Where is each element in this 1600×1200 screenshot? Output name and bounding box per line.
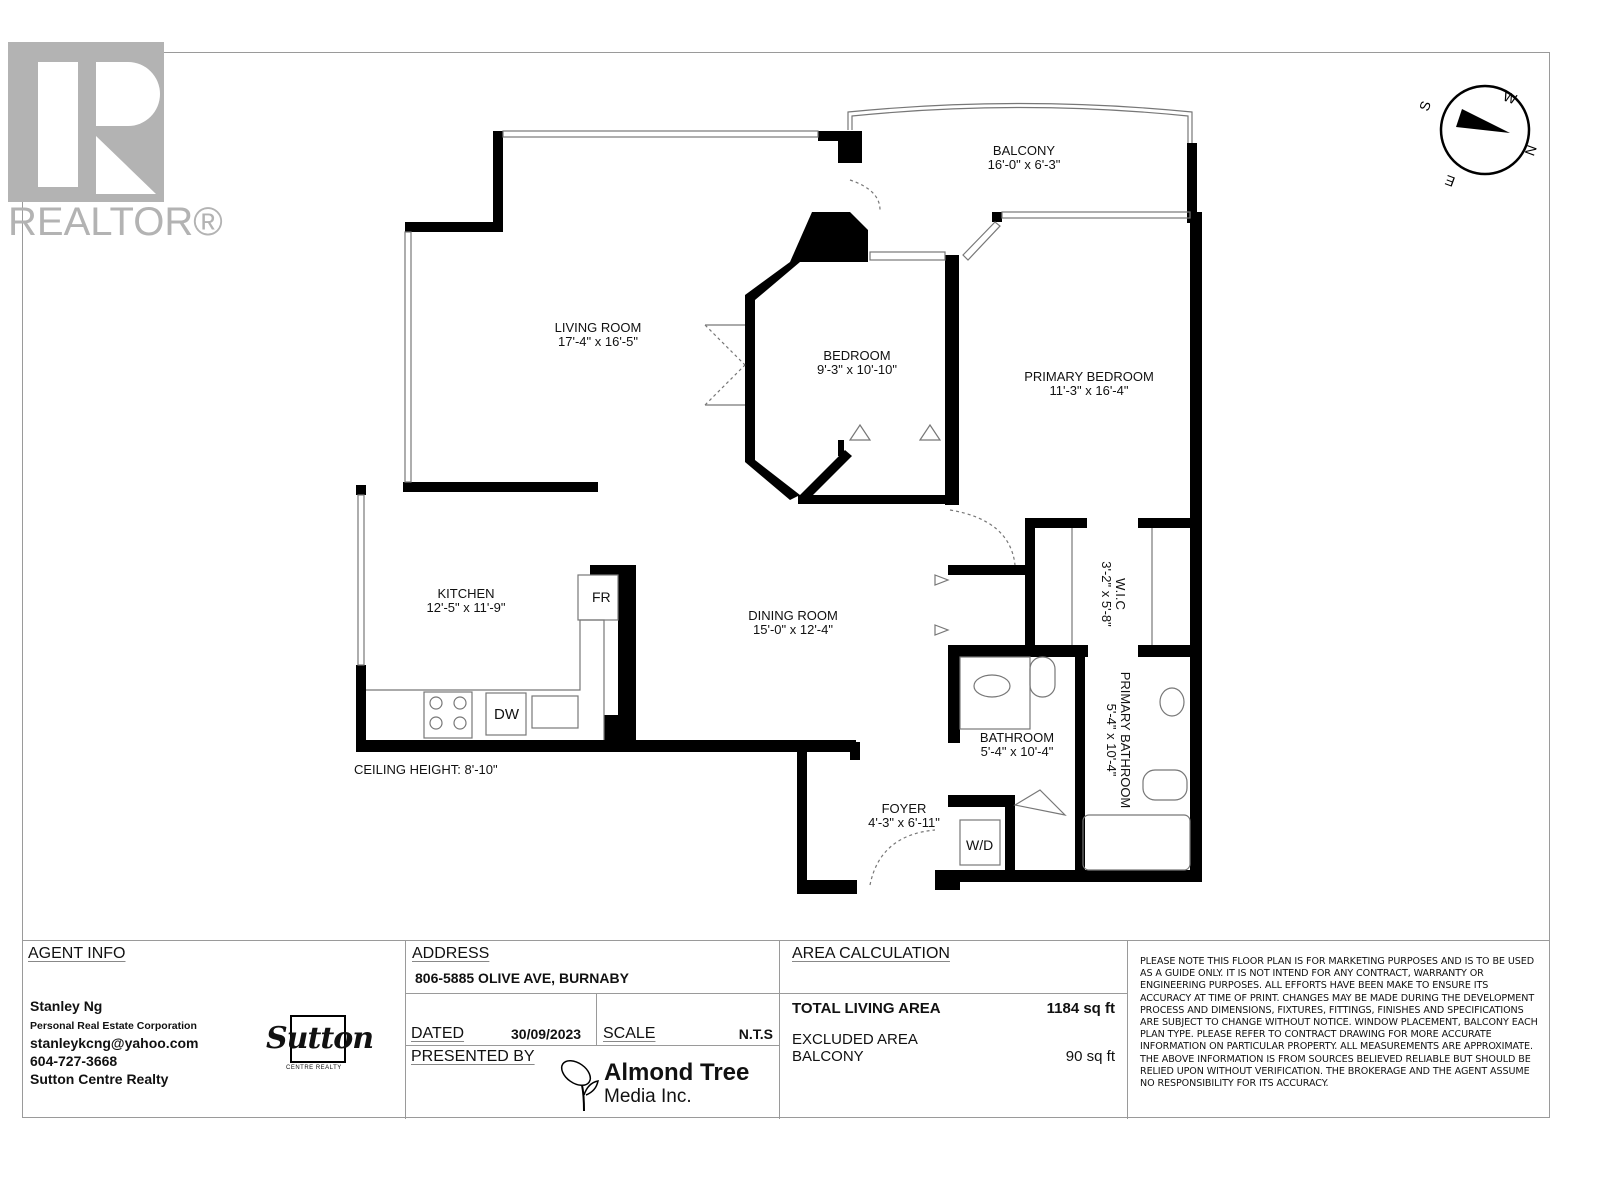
total-living-area-label: TOTAL LIVING AREA [792,1000,941,1017]
info-footer: AGENT INFO Stanley Ng Personal Real Esta… [22,940,1550,1121]
almond-tree-logo: Almond Tree Media Inc. [556,1059,776,1113]
dated-value: 30/09/2023 [511,1026,582,1042]
agent-info-section: AGENT INFO Stanley Ng Personal Real Esta… [22,941,405,1119]
washer-dryer-label: W/D [966,837,994,853]
compass-w: W [1501,88,1520,108]
agent-email[interactable]: stanleykcng@yahoo.com [30,1035,199,1051]
floor-plan-drawing [356,102,1202,894]
agent-name: Stanley Ng [30,998,103,1014]
agent-title: Personal Real Estate Corporation [30,1020,197,1032]
address-value: 806-5885 OLIVE AVE, BURNABY [415,970,629,986]
balcony-area-label: BALCONY [792,1048,864,1065]
dishwasher-label: DW [494,706,519,723]
realtor-logo: REALTOR® [8,42,223,244]
scale-label: SCALE [603,1025,656,1042]
sutton-logo: Sutton CENTRE REALTY [266,1015,374,1073]
almond-leaf-icon [560,1059,599,1112]
presented-by-label: PRESENTED BY [411,1048,535,1065]
agent-info-heading: AGENT INFO [28,945,126,962]
total-living-area-value: 1184 sq ft [1046,1000,1115,1017]
address-section: ADDRESS 806-5885 OLIVE AVE, BURNABY DATE… [405,941,780,1119]
compass-icon: W N E S [1410,82,1560,202]
fridge-label: FR [592,589,611,605]
realtor-logo-text: REALTOR® [8,200,223,244]
balcony-area-value: 90 sq ft [1065,1048,1115,1065]
agent-brokerage: Sutton Centre Realty [30,1071,169,1087]
excluded-area-label: EXCLUDED AREA [792,1031,918,1048]
plan-frame [22,52,1550,1118]
ceiling-height: CEILING HEIGHT: 8'-10" [354,762,498,777]
address-heading: ADDRESS [412,945,490,962]
disclaimer-text: PLEASE NOTE THIS FLOOR PLAN IS FOR MARKE… [1140,956,1538,1090]
area-heading: AREA CALCULATION [792,945,950,962]
agent-phone[interactable]: 604-727-3668 [30,1053,118,1069]
disclaimer-section: PLEASE NOTE THIS FLOOR PLAN IS FOR MARKE… [1127,941,1550,1119]
scale-value: N.T.S [738,1026,773,1042]
realtor-r-mark-icon [8,42,164,202]
dated-label: DATED [411,1025,465,1042]
area-calculation-section: AREA CALCULATION TOTAL LIVING AREA 1184 … [779,941,1128,1119]
